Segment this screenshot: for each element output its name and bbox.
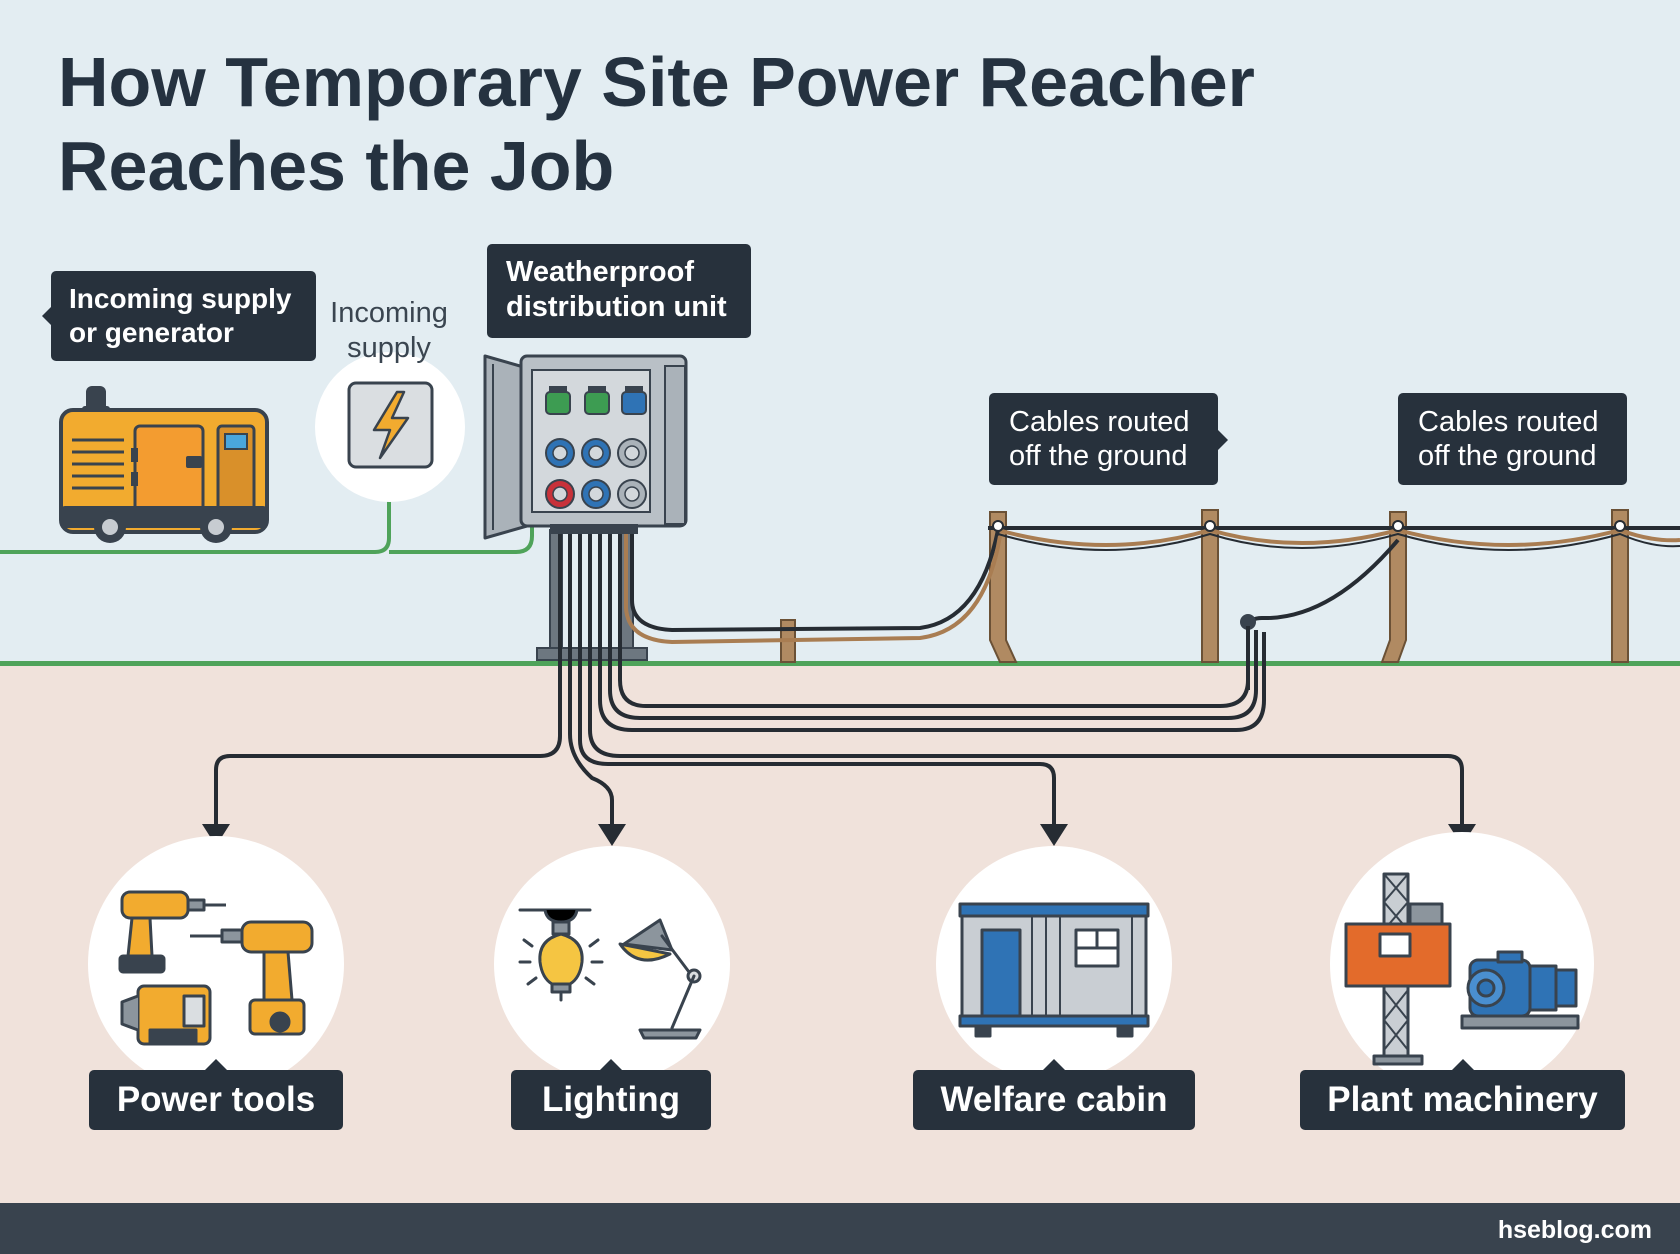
footer-brand: hseblog.com bbox=[1497, 1216, 1652, 1244]
overhead-cable-brown bbox=[624, 534, 1002, 645]
incoming-label-line-1: Incoming bbox=[330, 297, 448, 329]
cables-callout-2-line-2: off the ground bbox=[1418, 440, 1597, 472]
generator-callout-line-2: or generator bbox=[69, 317, 234, 348]
cables-callout-1-line-1: Cables routed bbox=[1009, 406, 1190, 438]
overhead-cable bbox=[630, 529, 1000, 633]
cables-callout-1-line-2: off the ground bbox=[1009, 440, 1188, 472]
cable-support-fence bbox=[780, 509, 1680, 663]
title-line-1: How Temporary Site Power Reacher bbox=[58, 43, 1255, 121]
footer-bar: hseblog.com bbox=[0, 1203, 1680, 1254]
ground-line bbox=[0, 661, 1680, 666]
generator-icon bbox=[59, 386, 269, 543]
supply-to-distribution-cable bbox=[389, 514, 534, 554]
cable-junction bbox=[1240, 614, 1256, 630]
title-line-2: Reaches the Job bbox=[58, 127, 615, 205]
incoming-supply-label: Incoming supply bbox=[318, 296, 460, 366]
lighting-icon bbox=[518, 908, 702, 1040]
distribution-callout-line-2: distribution unit bbox=[506, 291, 727, 323]
incoming-label-line-2: supply bbox=[347, 332, 431, 364]
lighting-label: Lighting bbox=[511, 1059, 711, 1130]
underground-cables bbox=[214, 534, 1464, 826]
generator-callout-line-1: Incoming supply bbox=[69, 283, 292, 314]
welfare-cabin-icon bbox=[958, 902, 1150, 1038]
plant-machinery-icon bbox=[1344, 872, 1580, 1066]
incoming-supply-cable bbox=[0, 468, 391, 554]
cables-callout-2: Cables routed off the ground bbox=[1398, 393, 1627, 485]
cables-callout-1: Cables routed off the ground bbox=[989, 393, 1228, 485]
lightning-bolt-icon bbox=[315, 352, 465, 502]
cables-callout-2-line-1: Cables routed bbox=[1418, 406, 1599, 438]
distribution-unit-callout: Weatherproof distribution unit bbox=[487, 244, 751, 338]
plant-machinery-label: Plant machinery bbox=[1300, 1059, 1625, 1130]
page-title: How Temporary Site Power Reacher Reaches… bbox=[58, 40, 1358, 208]
lighting-circle bbox=[494, 846, 730, 1082]
welfare-cabin-label: Welfare cabin bbox=[913, 1059, 1195, 1130]
power-tools-icon bbox=[118, 890, 314, 1046]
generator-callout: Incoming supply or generator bbox=[42, 271, 316, 361]
distribution-callout-line-1: Weatherproof bbox=[506, 256, 694, 288]
power-tools-label: Power tools bbox=[89, 1059, 343, 1130]
